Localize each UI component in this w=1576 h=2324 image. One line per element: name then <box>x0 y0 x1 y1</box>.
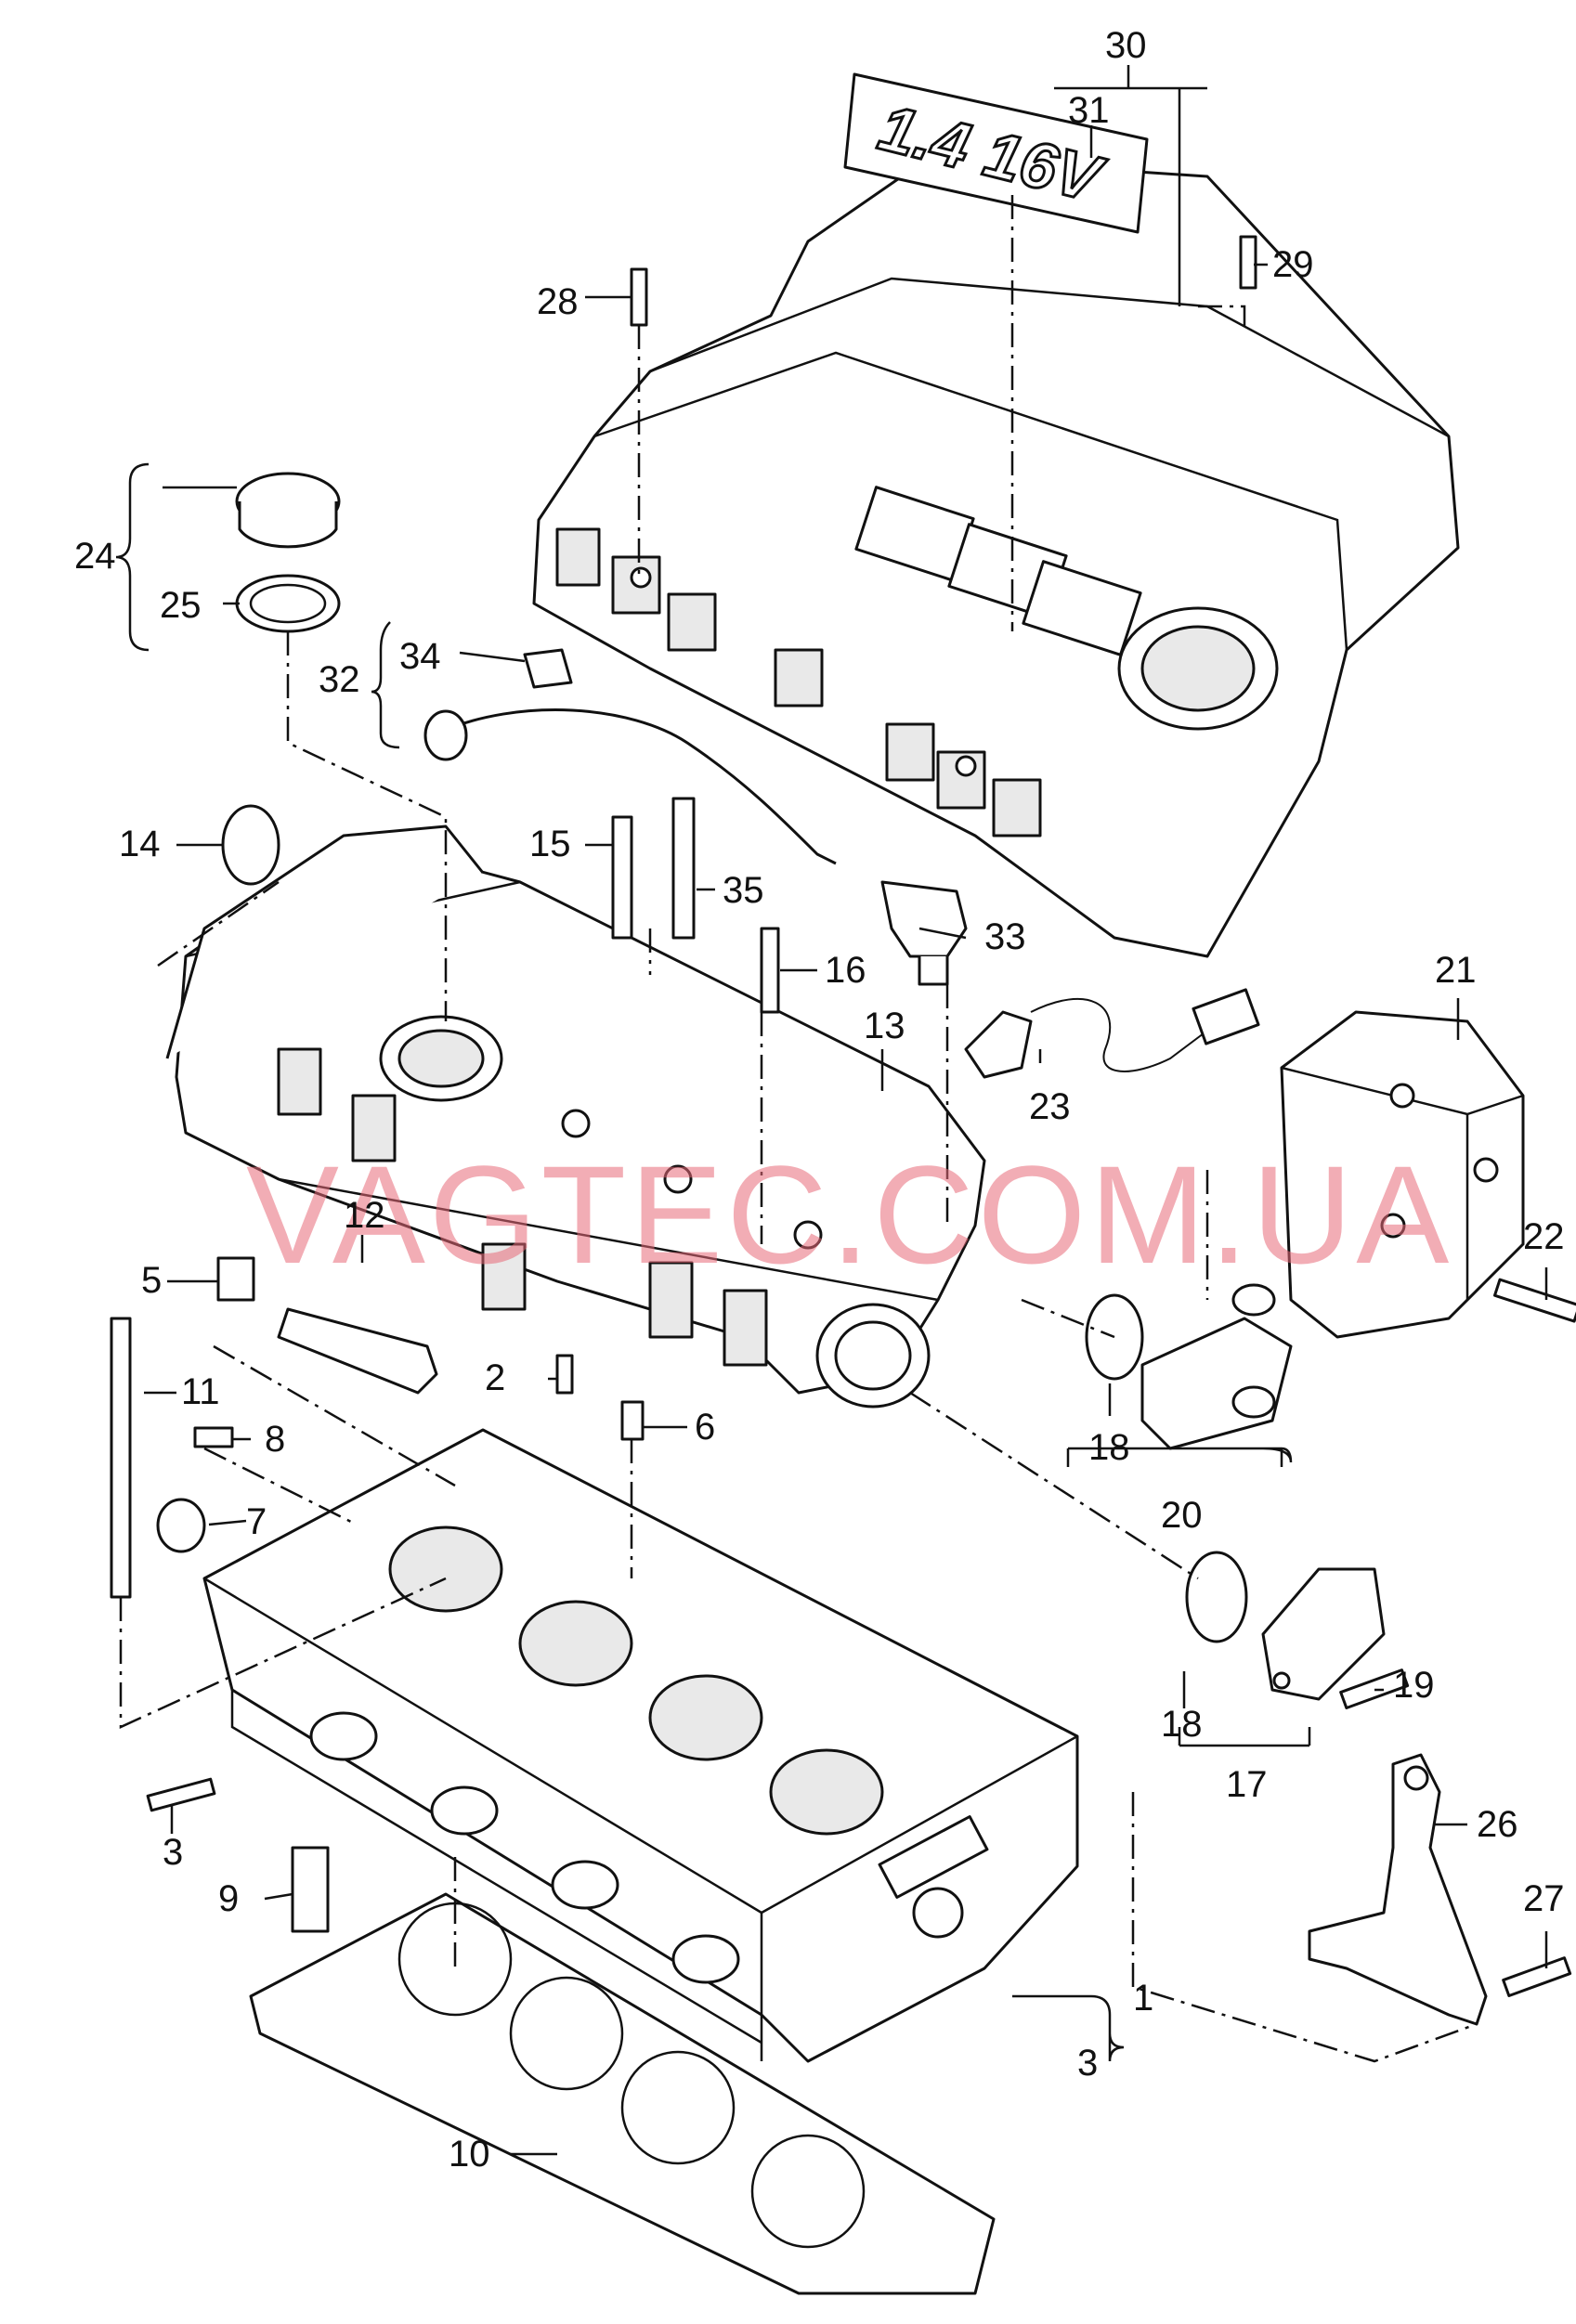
callout-22: 22 <box>1523 1216 1565 1257</box>
bracket-26 <box>1308 1753 1488 2026</box>
callout-15: 15 <box>529 824 571 864</box>
bolt-19 <box>1339 1668 1410 1709</box>
callout-21: 21 <box>1435 950 1477 991</box>
callout-32: 32 <box>319 659 360 700</box>
callout-27: 27 <box>1523 1878 1565 1919</box>
bolt-16 <box>760 927 780 1014</box>
seal-ring-14 <box>221 804 280 886</box>
callout-26: 26 <box>1477 1804 1518 1845</box>
callout-3-head: 3 <box>1077 2043 1098 2084</box>
pin-2 <box>555 1354 574 1395</box>
leader-lines <box>115 65 1548 2156</box>
cylinder-head <box>202 1428 1079 2063</box>
plug-5 <box>216 1256 255 1302</box>
callout-20: 20 <box>1161 1495 1203 1536</box>
callout-5: 5 <box>141 1260 162 1301</box>
sensor-with-wire <box>964 988 1260 1079</box>
plug-6 <box>620 1400 645 1441</box>
bolt-15 <box>611 815 633 940</box>
callout-31: 31 <box>1068 90 1110 131</box>
callout-10: 10 <box>449 2134 490 2175</box>
flange-17 <box>1185 1551 1386 1701</box>
bolts <box>110 235 1576 1997</box>
callout-18-upper: 18 <box>1088 1427 1130 1468</box>
timing-cover-gasket <box>165 824 485 1059</box>
callout-3-stud: 3 <box>163 1832 183 1873</box>
bolt-22 <box>1492 1278 1576 1323</box>
callout-24: 24 <box>74 536 116 577</box>
callout-23: 23 <box>1029 1086 1071 1127</box>
callout-11: 11 <box>181 1371 220 1412</box>
callout-13: 13 <box>864 1006 905 1046</box>
breather-hose <box>423 648 837 865</box>
callout-30: 30 <box>1105 25 1147 66</box>
stud-3 <box>146 1777 216 1812</box>
callout-17: 17 <box>1226 1764 1268 1805</box>
callout-14: 14 <box>119 824 161 864</box>
callout-12: 12 <box>344 1195 385 1236</box>
plug-7 <box>156 1498 206 1553</box>
callout-19: 19 <box>1393 1665 1435 1706</box>
callout-1: 1 <box>1133 1978 1153 2019</box>
callout-6: 6 <box>695 1407 715 1448</box>
camshaft-sensor <box>880 880 968 986</box>
callout-9: 9 <box>218 1878 239 1919</box>
bolt-27 <box>1502 1956 1572 1997</box>
callout-29: 29 <box>1272 244 1314 285</box>
callout-16: 16 <box>825 950 866 991</box>
housing-21 <box>1280 1010 1525 1339</box>
callout-33: 33 <box>984 916 1026 957</box>
pin-8 <box>193 1426 234 1448</box>
flange-20 <box>1085 1283 1293 1450</box>
callout-18-lower: 18 <box>1161 1704 1203 1745</box>
callout-25: 25 <box>160 585 202 626</box>
callout-28: 28 <box>537 281 579 322</box>
assembly-lines <box>119 195 1478 2063</box>
bolt-28 <box>630 267 648 327</box>
small-hose-35 <box>671 797 696 940</box>
callout-35: 35 <box>723 870 764 911</box>
callout-7: 7 <box>246 1501 267 1542</box>
bolt-11 <box>110 1317 132 1599</box>
callout-labels: 30 31 28 29 24 25 32 34 14 15 35 33 16 1… <box>74 25 1565 2175</box>
oil-filler-cap <box>235 472 341 633</box>
sealant-tube-12 <box>277 1307 438 1395</box>
bolt-29 <box>1239 235 1257 290</box>
watermark: VAGTEC.COM.UA <box>246 1136 1452 1292</box>
engine-cover <box>532 156 1460 958</box>
callout-2: 2 <box>485 1357 505 1398</box>
callout-8: 8 <box>265 1419 285 1460</box>
callout-34: 34 <box>399 636 441 677</box>
plug-9 <box>291 1846 330 1933</box>
